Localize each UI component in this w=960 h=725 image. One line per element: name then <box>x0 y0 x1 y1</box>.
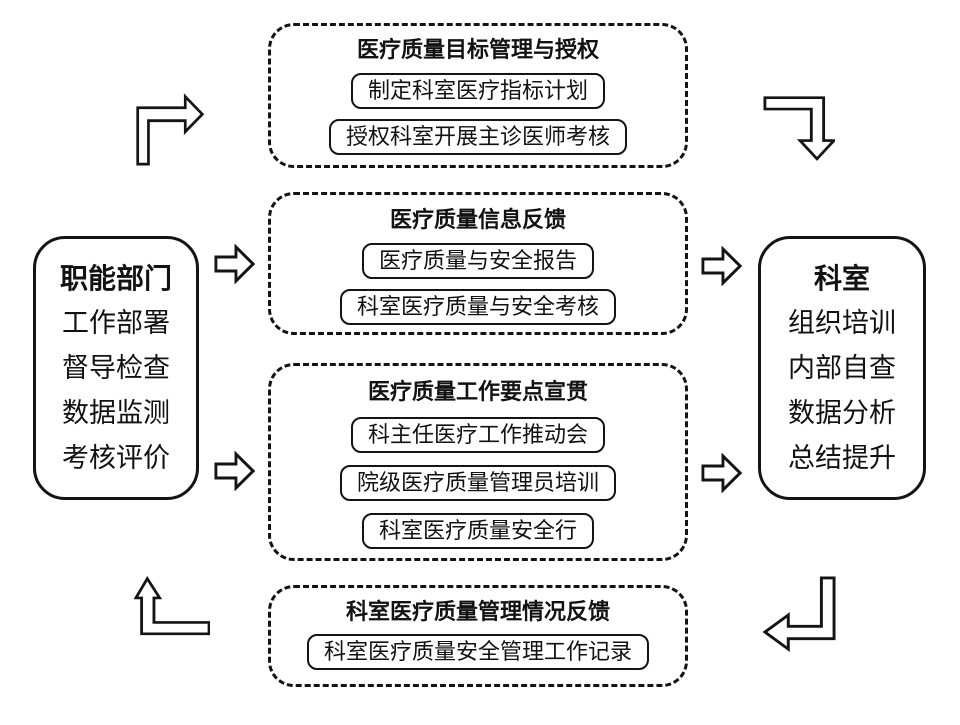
stage-item: 科主任医疗工作推动会 <box>350 417 605 453</box>
stage-title: 医疗质量信息反馈 <box>389 207 566 232</box>
node-title: 职能部门 <box>59 262 172 294</box>
node-item: 数据监测 <box>62 397 170 428</box>
node-item: 督导检查 <box>62 352 170 383</box>
stage-item: 科室医疗质量安全管理工作记录 <box>306 634 649 670</box>
node-clinical-department: 科室 组织培训 内部自查 数据分析 总结提升 <box>758 236 926 500</box>
node-item: 考核评价 <box>62 442 170 473</box>
elbow-arrow-up-right-icon <box>135 92 205 166</box>
node-functional-departments: 职能部门 工作部署 督导检查 数据监测 考核评价 <box>33 236 199 500</box>
stage-title: 医疗质量工作要点宣贯 <box>367 379 588 404</box>
stage-item: 医疗质量与安全报告 <box>361 243 594 279</box>
stage-item: 授权科室开展主诊医师考核 <box>328 119 627 155</box>
block-arrow-right-icon <box>701 453 743 493</box>
node-item: 数据分析 <box>788 397 896 428</box>
stage-title: 科室医疗质量管理情况反馈 <box>345 599 610 624</box>
stage-item: 科室医疗质量安全行 <box>361 513 594 549</box>
block-arrow-right-icon <box>701 246 743 286</box>
node-item: 总结提升 <box>788 442 896 473</box>
elbow-arrow-left-up-icon <box>134 576 210 646</box>
stage-item: 科室医疗质量与安全考核 <box>339 289 616 325</box>
stage-item: 制定科室医疗指标计划 <box>350 73 605 109</box>
stage-quality-info-feedback: 医疗质量信息反馈 医疗质量与安全报告 科室医疗质量与安全考核 <box>268 192 688 335</box>
node-title: 科室 <box>813 262 870 294</box>
stage-key-points-promotion: 医疗质量工作要点宣贯 科主任医疗工作推动会 院级医疗质量管理员培训 科室医疗质量… <box>268 363 688 561</box>
elbow-arrow-down-left-icon <box>762 576 836 652</box>
elbow-arrow-right-down-icon <box>763 95 835 165</box>
block-arrow-right-icon <box>214 244 256 284</box>
stage-goal-management-authorization: 医疗质量目标管理与授权 制定科室医疗指标计划 授权科室开展主诊医师考核 <box>268 23 688 168</box>
node-item: 组织培训 <box>788 307 896 338</box>
node-item: 内部自查 <box>788 352 896 383</box>
block-arrow-right-icon <box>214 451 256 491</box>
stage-title: 医疗质量目标管理与授权 <box>356 37 599 62</box>
stage-item: 院级医疗质量管理员培训 <box>339 465 616 501</box>
stage-management-status-feedback: 科室医疗质量管理情况反馈 科室医疗质量安全管理工作记录 <box>268 585 688 687</box>
node-item: 工作部署 <box>62 307 170 338</box>
